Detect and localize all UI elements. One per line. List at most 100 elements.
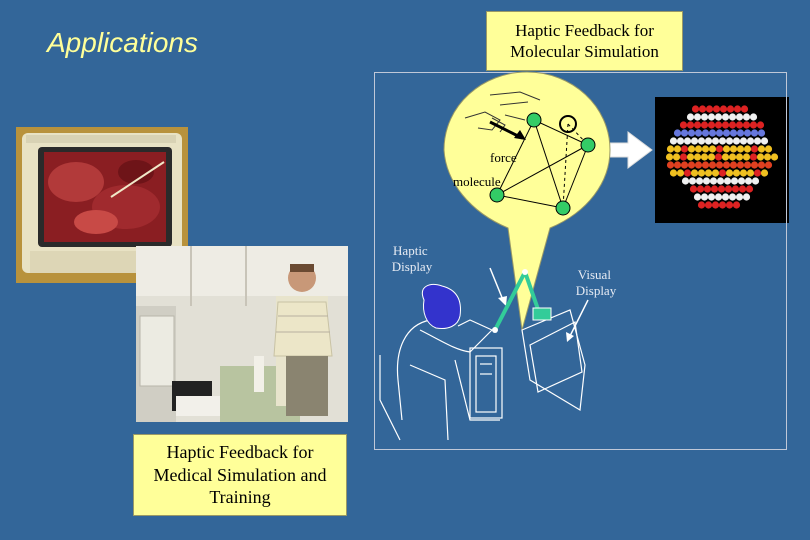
atom-sphere [711, 201, 720, 209]
atom-sphere [676, 169, 685, 177]
haptic-display-label: Haptic Display [392, 243, 433, 274]
atom-sphere [680, 145, 689, 153]
visual-display-label: Visual Display [576, 267, 617, 298]
atom-sphere [729, 129, 738, 137]
atom-sphere [763, 153, 772, 161]
atom-sphere [749, 113, 758, 121]
atom-sphere [736, 129, 745, 137]
atom-sphere [679, 153, 688, 161]
atom-node [555, 200, 571, 216]
atom-sphere [737, 177, 746, 185]
atom-sphere [764, 161, 773, 169]
force-label: force [490, 150, 517, 165]
atom-sphere [679, 121, 688, 129]
molecular-simulation-label-text: Haptic Feedback for Molecular Simulation [510, 20, 659, 61]
atom-sphere [704, 201, 713, 209]
atom-sphere [686, 113, 695, 121]
medical-simulation-label: Haptic Feedback for Medical Simulation a… [133, 434, 347, 516]
haptic-display-label-line1: Haptic [393, 243, 428, 258]
haptic-display-label-line2: Display [392, 259, 433, 274]
atom-sphere [700, 193, 709, 201]
atom-sphere [708, 129, 717, 137]
atom-sphere [740, 105, 749, 113]
atom-sphere [680, 161, 689, 169]
atom-sphere [687, 161, 696, 169]
atom-sphere [691, 105, 700, 113]
atom-sphere [707, 193, 716, 201]
atom-sphere [721, 121, 730, 129]
atom-sphere [735, 121, 744, 129]
atom-sphere [722, 145, 731, 153]
atom-sphere [743, 161, 752, 169]
atom-sphere [687, 145, 696, 153]
atom-sphere [743, 145, 752, 153]
atom-sphere [751, 177, 760, 185]
atom-sphere [756, 121, 765, 129]
atom-sphere [732, 137, 741, 145]
atom-sphere [753, 137, 762, 145]
atom-sphere [700, 153, 709, 161]
atom-sphere [683, 169, 692, 177]
atom-sphere [680, 129, 689, 137]
atom-sphere [697, 137, 706, 145]
atom-sphere [697, 201, 706, 209]
atom-sphere [683, 137, 692, 145]
atom-sphere [739, 169, 748, 177]
atom-sphere [716, 177, 725, 185]
atom-sphere [725, 137, 734, 145]
atom-sphere [715, 161, 724, 169]
atom-sphere [749, 153, 758, 161]
atom-sphere [756, 153, 765, 161]
atom-sphere [744, 177, 753, 185]
atom-sphere [694, 129, 703, 137]
atom-sphere [753, 169, 762, 177]
atom-sphere [700, 113, 709, 121]
medical-training-photo [136, 246, 348, 422]
atom-sphere [688, 177, 697, 185]
atom-sphere [742, 153, 751, 161]
atom-sphere [673, 129, 682, 137]
atom-sphere [697, 169, 706, 177]
atom-sphere [714, 153, 723, 161]
stylus-hand-sketch [464, 91, 541, 133]
atom-sphere [750, 129, 759, 137]
atom-sphere [721, 153, 730, 161]
atom-sphere [709, 177, 718, 185]
atom-sphere [760, 169, 769, 177]
atom-sphere [746, 169, 755, 177]
atom-node [526, 112, 542, 128]
atom-sphere [735, 153, 744, 161]
atom-sphere [742, 113, 751, 121]
atom-sphere [687, 129, 696, 137]
atom-sphere [715, 129, 724, 137]
atom-sphere [690, 137, 699, 145]
atom-node [580, 137, 596, 153]
atom-sphere [742, 193, 751, 201]
atom-sphere [715, 145, 724, 153]
atom-sphere [665, 153, 674, 161]
haptic-system-diagram-frame [374, 72, 787, 450]
atom-sphere [693, 153, 702, 161]
atom-sphere [701, 129, 710, 137]
atom-sphere [750, 161, 759, 169]
atom-sphere [728, 113, 737, 121]
atom-sphere [694, 161, 703, 169]
haptic-arm [492, 269, 552, 333]
atom-sphere [732, 201, 741, 209]
atom-sphere [681, 177, 690, 185]
atom-sphere [729, 145, 738, 153]
atom-sphere [724, 185, 733, 193]
atom-sphere [714, 121, 723, 129]
atom-sphere [732, 169, 741, 177]
atom-sphere [669, 169, 678, 177]
atom-sphere [721, 193, 730, 201]
atom-sphere [693, 113, 702, 121]
molecule-bonds [496, 119, 589, 209]
atom-sphere [742, 121, 751, 129]
atom-sphere [757, 161, 766, 169]
atom-sphere [711, 169, 720, 177]
atom-sphere [719, 105, 728, 113]
atom-sphere [723, 177, 732, 185]
atom-sphere [707, 113, 716, 121]
slide-title: Applications [47, 27, 198, 58]
